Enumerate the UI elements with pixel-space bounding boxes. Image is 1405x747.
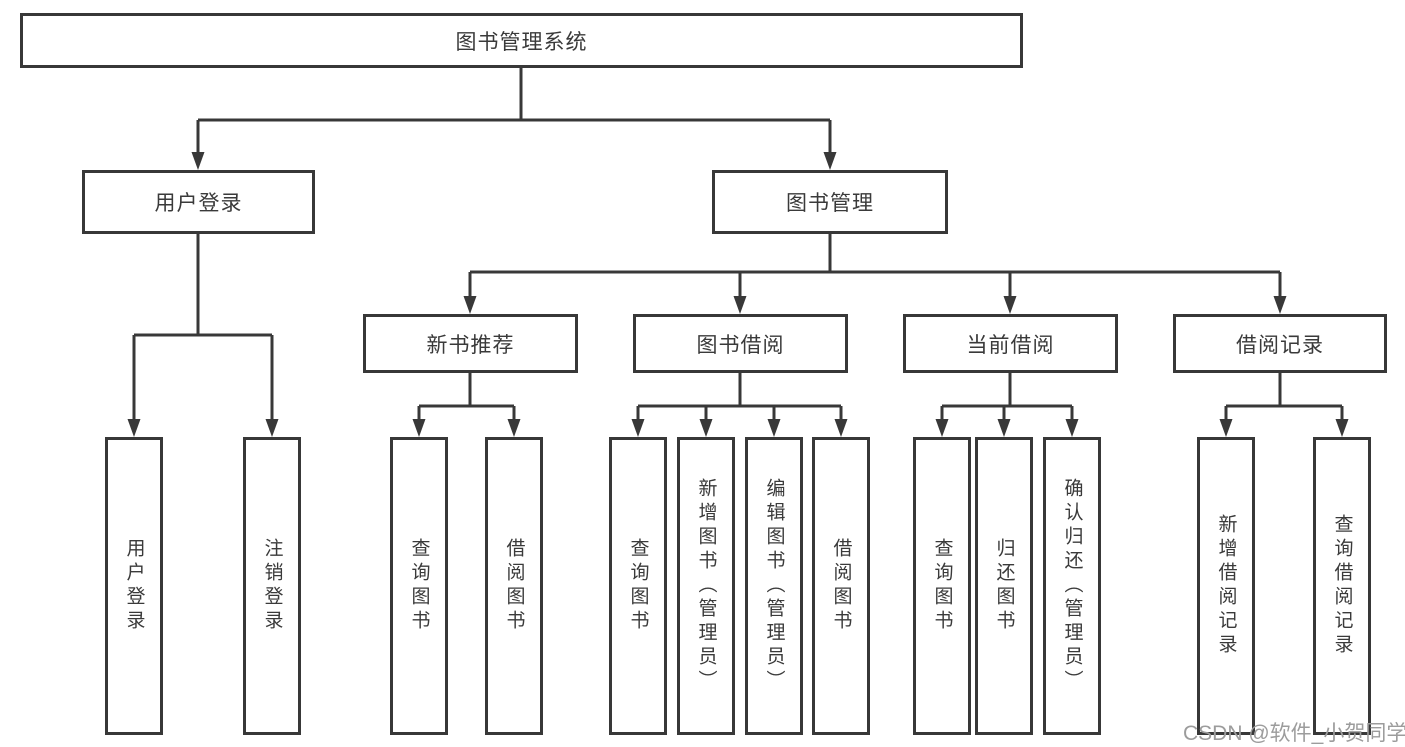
leaf-query-books-current: 查询图书 bbox=[913, 437, 971, 735]
leaf-borrow-books: 借阅图书 bbox=[812, 437, 870, 735]
node-book-management: 图书管理 bbox=[712, 170, 948, 234]
leaf-confirm-return-admin: 确认归还（管理员） bbox=[1043, 437, 1101, 735]
leaf-query-books-recommend: 查询图书 bbox=[390, 437, 448, 735]
leaf-query-borrow-record: 查询借阅记录 bbox=[1313, 437, 1371, 735]
leaf-return-books: 归还图书 bbox=[975, 437, 1033, 735]
node-borrow-records: 借阅记录 bbox=[1173, 314, 1387, 373]
node-book-borrow: 图书借阅 bbox=[633, 314, 848, 373]
leaf-edit-books-admin: 编辑图书（管理员） bbox=[745, 437, 803, 735]
leaf-logout: 注销登录 bbox=[243, 437, 301, 735]
leaf-add-books-admin: 新增图书（管理员） bbox=[677, 437, 735, 735]
leaf-user-login: 用户登录 bbox=[105, 437, 163, 735]
node-current-borrow: 当前借阅 bbox=[903, 314, 1118, 373]
leaf-add-borrow-record: 新增借阅记录 bbox=[1197, 437, 1255, 735]
csdn-watermark: CSDN @软件_小贺同学 bbox=[1183, 722, 1405, 745]
leaf-query-books-borrow: 查询图书 bbox=[609, 437, 667, 735]
node-user-login: 用户登录 bbox=[82, 170, 315, 234]
leaf-borrow-books-recommend: 借阅图书 bbox=[485, 437, 543, 735]
node-new-book-recommend: 新书推荐 bbox=[363, 314, 578, 373]
node-library-management-system: 图书管理系统 bbox=[20, 13, 1023, 68]
